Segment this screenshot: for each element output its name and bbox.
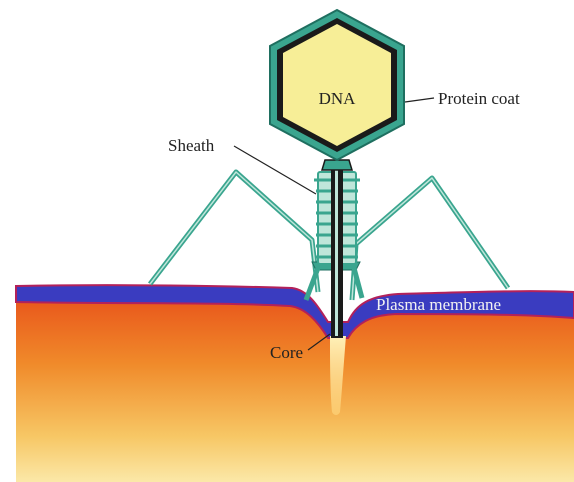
- protein-coat-label: Protein coat: [438, 89, 520, 108]
- sheath-leader: [234, 146, 316, 194]
- left-tail-fiber: [150, 172, 318, 292]
- collar: [322, 160, 352, 170]
- right-tail-fiber-inner: [352, 178, 508, 300]
- core-label: Core: [270, 343, 303, 362]
- right-tail-fiber: [352, 178, 508, 300]
- plasma-membrane-label: Plasma membrane: [376, 295, 501, 314]
- sheath-label: Sheath: [168, 136, 215, 155]
- core-highlight: [335, 160, 338, 336]
- cytoplasm: [16, 300, 574, 482]
- dna-label: DNA: [319, 89, 357, 108]
- protein-coat-leader: [405, 98, 434, 102]
- left-tail-fiber-inner: [150, 172, 318, 292]
